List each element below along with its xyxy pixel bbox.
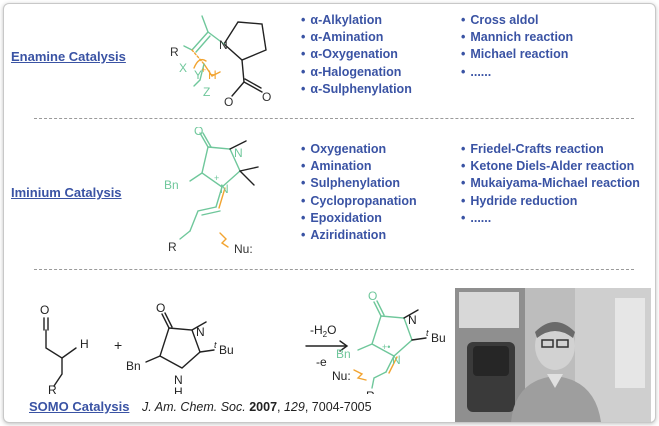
list-item: α-Oxygenation [301,46,412,63]
enamine-r-label: R [170,45,179,59]
somo-r1-label: R [48,383,57,394]
list-item: Friedel-Crafts reaction [461,141,640,158]
journal-reference: J. Am. Chem. Soc. 2007, 129, 7004-7005 [142,400,372,414]
enamine-y-label: Y [194,68,202,82]
list-item: α-Halogenation [301,64,412,81]
somo-nu-label: Nu: [332,369,351,383]
somo-tbu-t: t [214,340,217,350]
somo-catalysis-title: SOMO Catalysis [29,399,130,414]
iminium-catalysis-title: Iminium Catalysis [11,185,122,200]
list-item: α-Sulphenylation [301,81,411,98]
somo-n6-label: N [392,353,401,367]
section-divider [34,118,634,119]
enamine-reactions-list-1: α-Alkylation α-Amination α-Oxygenation α… [301,12,412,98]
enamine-z-label: Z [203,85,210,99]
iminium-plus-label: + [214,173,219,183]
iminium-bn-label: Bn [164,178,179,192]
somo-n4-label: N [174,373,183,387]
somo-o1-label: O [40,303,49,317]
list-item: Hydride reduction [461,193,640,210]
presenter-photo [455,288,651,422]
somo-scheme: O H R + O N Bn t Bu N H -H2O -e O N Bn t… [40,289,446,394]
list-item: Michael reaction [461,46,573,63]
list-item: Mannich reaction [461,29,573,46]
enamine-h-label: H [208,68,217,82]
journal-year: 2007 [249,400,278,414]
somo-h2-label: H [174,385,183,394]
journal-name: J. Am. Chem. Soc. [142,400,246,414]
list-item: Ketone Diels-Alder reaction [461,158,640,175]
iminium-n2-label: N [220,182,229,196]
somo-plus-sign: + [114,337,122,353]
presenter-photo-illustration [455,288,651,422]
enamine-n-label: N [219,38,228,52]
slide-frame: Enamine Catalysis Iminium Catalysis SOMO… [3,3,656,423]
list-item: Aziridination [301,227,417,244]
enamine-x-label: X [179,61,187,75]
somo-tbu2-bu: Bu [431,331,446,345]
enamine-reactions-list-2: Cross aldol Mannich reaction Michael rea… [461,12,573,81]
list-item: Amination [301,158,417,175]
iminium-nu-label: Nu: [234,242,253,256]
somo-bn3-label: Bn [336,347,351,361]
iminium-n1-label: N [234,146,243,160]
somo-o2-label: O [156,301,165,315]
list-item: ...... [461,210,640,227]
enamine-o2-label: O [224,95,233,109]
somo-condition-1: -H2O [310,323,336,339]
list-item: α-Amination [301,29,412,46]
list-item: Epoxidation [301,210,417,227]
somo-condition-2: -e [316,355,327,369]
somo-n5-label: N [408,313,417,327]
somo-h1-label: H [80,337,89,351]
iminium-o-label: O [194,127,203,138]
iminium-reactions-list-1: Oxygenation Amination Sulphenylation Cyc… [301,141,417,244]
iminium-reactions-list-2: Friedel-Crafts reaction Ketone Diels-Ald… [461,141,640,227]
list-item: Mukaiyama-Michael reaction [461,175,640,192]
enamine-o1-label: O [262,90,271,104]
list-item: Cyclopropanation [301,193,416,210]
somo-tbu2-t: t [426,328,429,338]
journal-pages: 7004-7005 [311,400,372,414]
somo-bn2-label: Bn [126,359,141,373]
list-item: Sulphenylation [301,175,417,192]
enamine-structure: R X Y H + Z N O O [170,15,271,109]
list-item: ...... [461,64,573,81]
list-item: Cross aldol [461,12,573,29]
section-divider [34,269,634,270]
somo-tbu-bu: Bu [219,343,234,357]
journal-volume: 129 [283,400,305,414]
somo-r2-label: R [366,389,375,394]
list-item: Oxygenation [301,141,417,158]
iminium-structure: O N N + Bn R Nu: [164,127,259,256]
enamine-plus-label: + [201,65,206,75]
somo-n3-label: N [196,325,205,339]
somo-radical-cation: +• [382,342,390,352]
list-item: α-Alkylation [301,12,412,29]
iminium-r-label: R [168,240,177,254]
somo-o3-label: O [368,289,377,303]
enamine-catalysis-title: Enamine Catalysis [11,49,126,64]
